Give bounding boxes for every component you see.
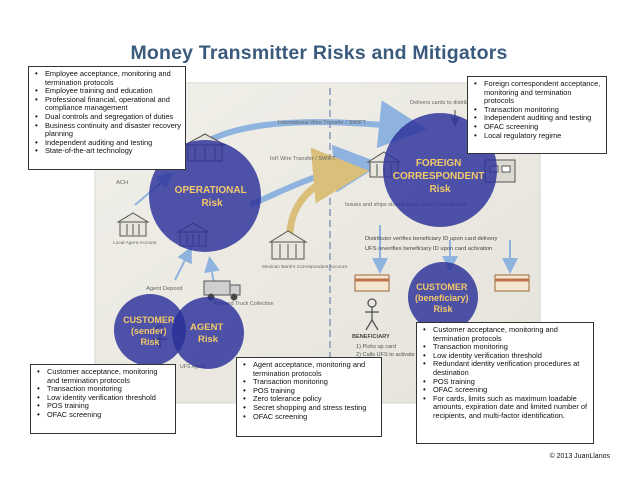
mitigator-item: POS training <box>423 377 589 387</box>
foreign-correspondent-risk-label: FOREIGN CORRESPONDENT Risk <box>393 158 487 195</box>
mitigator-item: Zero tolerance policy <box>243 395 377 404</box>
mitigator-item: Business continuity and disaster recover… <box>35 121 181 139</box>
mitigator-item: Employee acceptance, monitoring and term… <box>35 69 181 87</box>
customer-sender-mitigators-box: Customer acceptance, monitoring and term… <box>30 364 176 434</box>
label-international-wire: International Wire Transfer / SWIFT <box>278 120 367 126</box>
label-ach: ACH <box>116 180 128 186</box>
mitigator-item: Local regulatory regime <box>474 131 602 141</box>
label-intl-wire: Int'l Wire Transfer / SWIFT <box>270 156 336 162</box>
mitigator-item: Customer acceptance, monitoring and term… <box>37 367 171 385</box>
operational-risk-label: OPERATIONAL Risk <box>175 185 250 209</box>
label-picks-up: 1) Picks up card <box>356 344 396 350</box>
mitigator-item: Customer acceptance, monitoring and term… <box>423 325 589 343</box>
agent-risk-label: AGENT Risk <box>190 322 226 345</box>
foreign-correspondent-mitigators-list: Foreign correspondent acceptance, monito… <box>472 79 602 141</box>
mitigator-item: Professional financial, operational and … <box>35 95 181 113</box>
copyright-notice: © 2013 JuanLlanos <box>549 453 610 460</box>
beneficiary-person-icon <box>365 298 379 331</box>
customer-sender-risk-label: CUSTOMER (sender) Risk <box>123 315 177 347</box>
wire-arrow-top <box>208 100 427 149</box>
label-delivers-cards: Delivers cards to distributors <box>410 100 481 106</box>
customer-beneficiary-risk-circle: CUSTOMER (beneficiary) Risk <box>408 262 478 332</box>
agent-mitigators-box: Agent acceptance, monitoring and termina… <box>236 357 382 437</box>
mitigator-item: Transaction monitoring <box>243 378 377 387</box>
label-agent-deposit: Agent Deposit <box>146 286 183 292</box>
customer-beneficiary-mitigators-list: Customer acceptance, monitoring and term… <box>421 325 589 421</box>
store-icon-right <box>494 274 530 292</box>
mitigator-item: Dual controls and segregation of duties <box>35 112 181 122</box>
label-mexican-bank-account: Mexican Bank's Correspondent Account <box>262 264 348 270</box>
mitigator-item: Low identity verification threshold <box>423 351 589 361</box>
mitigator-item: Independent auditing and testing <box>474 114 602 123</box>
label-distributor-verifies: Distributor verifies beneficiary ID upon… <box>365 236 498 242</box>
truck-icon <box>203 280 241 301</box>
mitigator-item: OFAC screening <box>423 386 589 395</box>
customer-sender-risk-circle: CUSTOMER (sender) Risk <box>114 294 186 366</box>
customer-beneficiary-mitigators-box: Customer acceptance, monitoring and term… <box>416 322 594 444</box>
mitigator-item: Transaction monitoring <box>423 343 589 352</box>
mitigator-item: Secret shopping and stress testing <box>243 403 377 413</box>
mitigator-item: OFAC screening <box>474 122 602 132</box>
mitigator-item: Independent auditing and testing <box>35 138 181 148</box>
operational-mitigators-list: Employee acceptance, monitoring and term… <box>33 69 181 156</box>
customer-beneficiary-risk-label: CUSTOMER (beneficiary) Risk <box>415 282 471 314</box>
mexican-bank-icon <box>268 230 308 260</box>
agent-risk-circle: AGENT Risk <box>172 297 244 369</box>
foreign-correspondent-mitigators-box: Foreign correspondent acceptance, monito… <box>467 76 607 154</box>
mitigator-item: OFAC screening <box>37 410 171 420</box>
label-local-agent-account: Local Agent Account <box>113 240 157 246</box>
agent-mitigators-list: Agent acceptance, monitoring and termina… <box>241 360 377 422</box>
local-bank-icon <box>116 212 150 237</box>
mitigator-item: Employee training and education <box>35 87 181 96</box>
label-ufs-agent: UFS Agent <box>180 364 206 370</box>
label-beneficiary: BENEFICIARY <box>352 334 390 340</box>
mitigator-item: OFAC screening <box>243 412 377 422</box>
mitigator-item: POS training <box>37 402 171 411</box>
page-title: Money Transmitter Risks and Mitigators <box>130 42 508 64</box>
label-calls-ufs: 2) Calls UFS to activate <box>356 352 415 358</box>
gold-arrow <box>286 147 369 236</box>
mitigator-item: Transaction monitoring <box>37 385 171 394</box>
mitigator-item: State-of-the-art technology <box>35 147 181 156</box>
mitigator-item: Transaction monitoring <box>474 105 602 115</box>
operational-mitigators-box: Employee acceptance, monitoring and term… <box>28 66 186 170</box>
label-ufs-reverifies: UFS reverifies beneficiary ID upon card … <box>365 246 492 252</box>
label-armored-truck: Armored Truck Collection <box>213 301 274 307</box>
mitigator-item: Foreign correspondent acceptance, monito… <box>474 79 602 106</box>
customer-sender-mitigators-list: Customer acceptance, monitoring and term… <box>35 367 171 420</box>
store-icon-left <box>354 274 390 292</box>
mitigator-item: Redundant identity verification procedur… <box>423 360 589 377</box>
mitigator-item: Agent acceptance, monitoring and termina… <box>243 360 377 378</box>
mitigator-item: Low identity verification threshold <box>37 393 171 403</box>
agent-deposit-arrow <box>174 246 192 281</box>
mitigator-item: POS training <box>243 386 377 396</box>
mitigator-item: For cards, limits such as maximum loadab… <box>423 394 589 421</box>
